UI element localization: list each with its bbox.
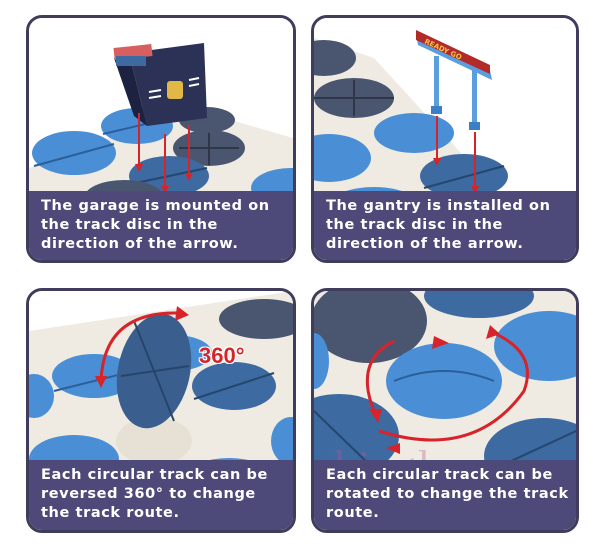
flip-arrow-icon [95, 306, 189, 388]
panel-gantry: READY GO The gantry is installed on the … [311, 15, 579, 263]
caption: The garage is mounted on the track disc … [29, 191, 293, 260]
caption-line: the track disc in the [41, 217, 218, 233]
caption-line: the track route. [41, 505, 180, 521]
caption-line: reversed 360° to change [41, 486, 256, 502]
garage-icon [113, 43, 207, 126]
panel-garage: The garage is mounted on the track disc … [26, 15, 296, 263]
caption-line: direction of the arrow. [326, 236, 524, 252]
track-disc-icon [32, 107, 293, 200]
caption-line: Each circular track can be [41, 467, 268, 483]
garage-illustration [29, 18, 293, 200]
rotate-arrows-icon [365, 325, 529, 454]
panel-flip: 360° Each circular track can be reversed… [26, 288, 296, 533]
caption-line: Each circular track can be [326, 467, 553, 483]
down-arrow-icon [135, 113, 193, 194]
flip-illustration [29, 291, 293, 469]
caption-line: rotated to change the track [326, 486, 569, 502]
caption-line: The gantry is installed on [326, 198, 551, 214]
rotate-illustration [314, 291, 576, 469]
caption-line: direction of the arrow. [41, 236, 239, 252]
caption: Each circular track can be reversed 360°… [29, 460, 293, 530]
flipping-disc-icon [116, 313, 192, 429]
rotation-label: 360° [199, 343, 245, 368]
caption: Each circular track can be rotated to ch… [314, 460, 576, 530]
down-arrow-icon [433, 116, 479, 194]
gantry-illustration: READY GO [314, 18, 576, 200]
caption-line: The garage is mounted on [41, 198, 270, 214]
caption-line: route. [326, 505, 380, 521]
caption-line: the track disc in the [326, 217, 503, 233]
gantry-icon: READY GO [416, 30, 492, 130]
caption: The gantry is installed on the track dis… [314, 191, 576, 260]
panel-rotate: kiegle Each circular track can be rotate… [311, 288, 579, 533]
